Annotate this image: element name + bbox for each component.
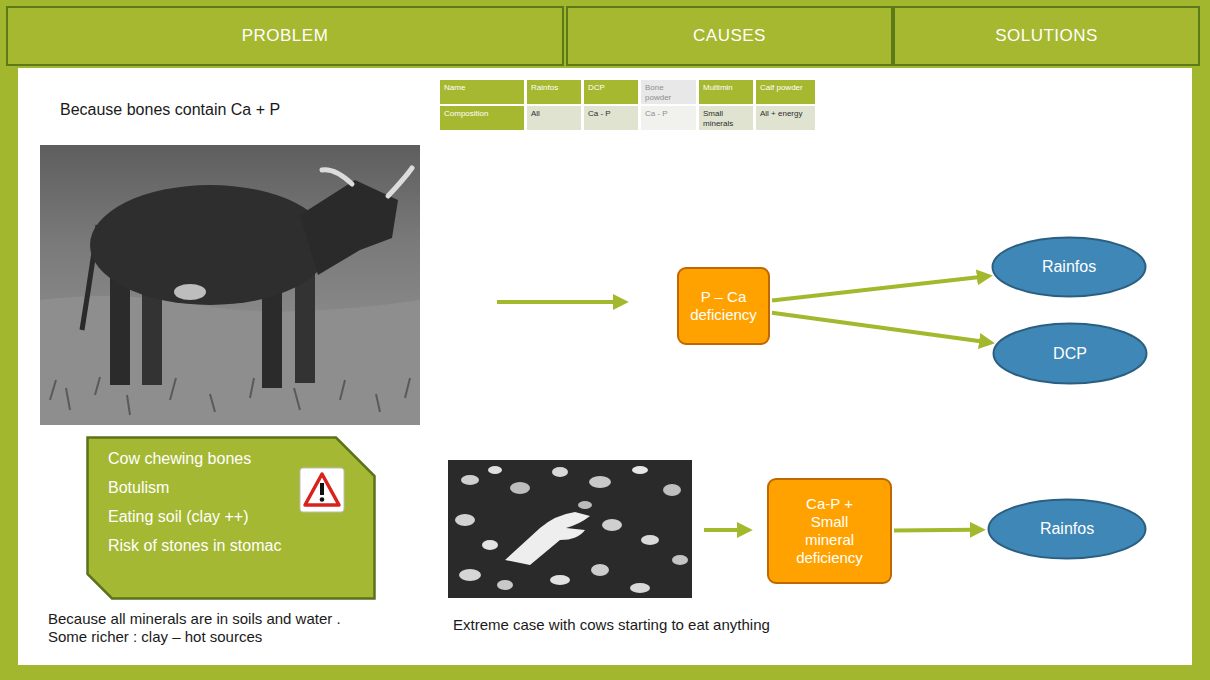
node-text: DCP bbox=[1053, 345, 1087, 363]
node-content: Cow chewing bonesBotulismEating soil (cl… bbox=[86, 436, 281, 560]
table-cell: Ca - P bbox=[584, 106, 638, 130]
node-text: Rainfos bbox=[1040, 520, 1094, 538]
bone-chip bbox=[482, 540, 498, 550]
warning-icon bbox=[300, 468, 344, 512]
bone-chip bbox=[455, 514, 475, 526]
table-cell: All bbox=[527, 106, 581, 130]
table-cell: Rainfos bbox=[527, 80, 581, 104]
node-text: Botulism bbox=[108, 473, 281, 502]
bone-chip bbox=[488, 466, 502, 474]
flow-arrow bbox=[772, 277, 980, 300]
cause-box: P – Ca deficiency bbox=[677, 267, 770, 345]
bone-chip bbox=[602, 519, 622, 531]
bone-chip bbox=[552, 467, 568, 477]
bone-chip bbox=[641, 535, 659, 545]
note-text: Because bones contain Ca + P bbox=[60, 100, 390, 119]
node-content: SOLUTIONS bbox=[995, 26, 1098, 46]
header-box: CAUSES bbox=[566, 6, 893, 66]
bone-chip bbox=[632, 466, 648, 474]
bone-chip bbox=[630, 583, 650, 593]
bone-chip bbox=[510, 482, 530, 494]
table-cell: Composition bbox=[440, 106, 524, 130]
cow-photo bbox=[40, 145, 420, 425]
solution-ellipse: Rainfos bbox=[991, 236, 1147, 298]
table-cell: Multimin bbox=[699, 80, 753, 104]
node-content: PROBLEM bbox=[242, 26, 329, 46]
hand bbox=[505, 512, 590, 565]
node-text: Rainfos bbox=[1042, 258, 1096, 276]
node-content: P – Ca deficiency bbox=[687, 288, 760, 324]
node-text: Risk of stones in stomac bbox=[108, 531, 281, 560]
bone-chip bbox=[578, 501, 592, 509]
ellipse-shape bbox=[993, 238, 1146, 297]
node-text: PROBLEM bbox=[242, 26, 329, 46]
cow-head bbox=[300, 180, 398, 275]
ellipse-shape bbox=[994, 324, 1147, 384]
node-text: P – Ca deficiency bbox=[687, 288, 760, 324]
table-cell: All + energy bbox=[756, 106, 815, 130]
grass bbox=[40, 296, 420, 425]
flow-arrow bbox=[704, 528, 740, 532]
table-cell: Ca - P bbox=[641, 106, 696, 130]
icon-ground bbox=[300, 468, 344, 512]
node-text: CAUSES bbox=[693, 26, 766, 46]
solution-ellipse: Rainfos bbox=[987, 498, 1147, 560]
photo-ground bbox=[448, 460, 692, 598]
node-text: Ca-P + Small mineral deficiency bbox=[786, 495, 874, 567]
node-content: DCP bbox=[1053, 345, 1087, 363]
flow-arrow bbox=[894, 528, 973, 533]
node-content: Ca-P + Small mineral deficiency bbox=[786, 495, 874, 567]
header-box: SOLUTIONS bbox=[893, 6, 1200, 66]
grass-blades bbox=[50, 377, 410, 415]
bone-chip bbox=[663, 484, 681, 496]
table-cell: Calf powder bbox=[756, 80, 815, 104]
photo-ground bbox=[40, 145, 420, 425]
node-content: Rainfos bbox=[1042, 258, 1096, 276]
node-content: Rainfos bbox=[1040, 520, 1094, 538]
node-text: Eating soil (clay ++) bbox=[108, 502, 281, 531]
table-cell: Small minerals bbox=[699, 106, 753, 130]
node-text: SOLUTIONS bbox=[995, 26, 1098, 46]
header-box: PROBLEM bbox=[6, 6, 564, 66]
warning-triangle bbox=[305, 474, 339, 505]
cow-horns bbox=[322, 168, 412, 196]
bone-chip bbox=[497, 580, 513, 590]
bone-chip bbox=[591, 564, 609, 576]
cow-udder bbox=[174, 284, 206, 300]
table-cell: Name bbox=[440, 80, 524, 104]
bone-pile-photo bbox=[448, 460, 692, 598]
flow-arrow bbox=[772, 313, 982, 342]
node-content: CAUSES bbox=[693, 26, 766, 46]
flow-arrow bbox=[497, 300, 616, 304]
bone-chip bbox=[589, 476, 611, 488]
table-cell: DCP bbox=[584, 80, 638, 104]
cause-box: Ca-P + Small mineral deficiency bbox=[767, 478, 892, 584]
bone-chip bbox=[672, 555, 688, 565]
bone-chip bbox=[550, 575, 570, 585]
caption-text: Extreme case with cows starting to eat a… bbox=[453, 616, 853, 634]
exclamation-dot bbox=[320, 497, 325, 502]
table-cell: Bone powder bbox=[641, 80, 696, 104]
bone-chip bbox=[461, 475, 479, 485]
exclamation-bar bbox=[320, 483, 324, 495]
cow-body bbox=[90, 185, 330, 305]
note-text: Because all minerals are in soils and wa… bbox=[48, 610, 348, 646]
solution-ellipse: DCP bbox=[992, 322, 1148, 385]
node-text: Cow chewing bones bbox=[108, 444, 281, 473]
callout-shape bbox=[88, 438, 375, 599]
warning-callout: Cow chewing bonesBotulismEating soil (cl… bbox=[86, 436, 376, 600]
bone-chip bbox=[459, 569, 481, 581]
ellipse-shape bbox=[989, 500, 1146, 559]
